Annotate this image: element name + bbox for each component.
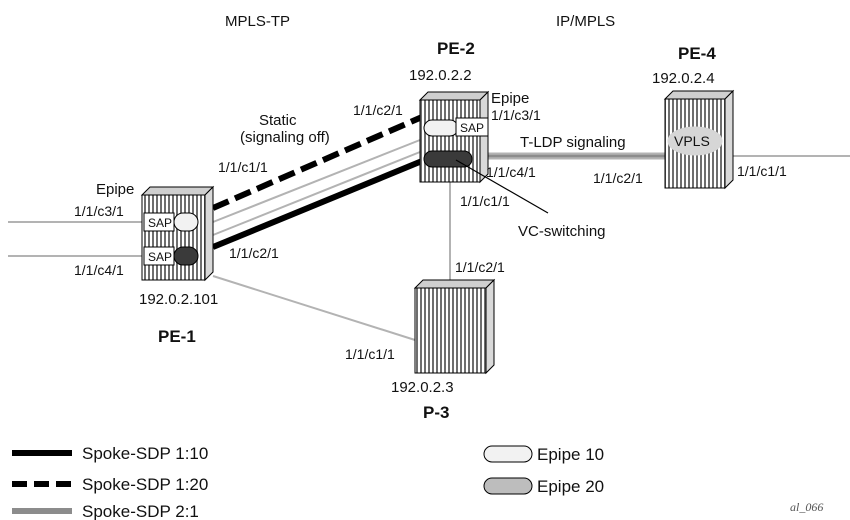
pe2-port-c4-label: 1/1/c4/1 bbox=[486, 164, 536, 180]
spoke-sdp-110-line bbox=[211, 158, 424, 250]
pe4-vpls-label: VPLS bbox=[674, 133, 710, 149]
pe4-router[interactable]: VPLS bbox=[663, 89, 735, 190]
vc-switching-annotation: VC-switching bbox=[518, 223, 606, 240]
legend-epipe10-label: Epipe 10 bbox=[537, 445, 604, 464]
pe2-front-face bbox=[419, 99, 481, 183]
pe1-front-face bbox=[141, 194, 206, 281]
pe2-router[interactable]: SAP bbox=[418, 90, 490, 184]
pe1-port-c2-label: 1/1/c2/1 bbox=[229, 245, 279, 261]
p3-router[interactable] bbox=[413, 278, 496, 375]
links bbox=[8, 114, 850, 341]
pe1-pe2-link-lower bbox=[212, 151, 421, 236]
pe2-sap-label: SAP bbox=[460, 121, 484, 135]
legend-epipe10-swatch bbox=[483, 445, 533, 463]
p3-front-face bbox=[414, 287, 487, 374]
p3-top-face bbox=[413, 279, 496, 289]
p3-port-c1-label: 1/1/c1/1 bbox=[345, 346, 395, 362]
pe1-sap2-label: SAP bbox=[148, 250, 172, 264]
pe4-port-c2-label: 1/1/c2/1 bbox=[593, 170, 643, 186]
pe2-port-c3-label: 1/1/c3/1 bbox=[491, 107, 541, 123]
pe1-p3-link bbox=[212, 275, 416, 341]
pe1-side-face bbox=[204, 185, 214, 282]
legend-sdp-21-label: Spoke-SDP 2:1 bbox=[82, 502, 199, 520]
static-annotation-line1: Static bbox=[259, 112, 297, 129]
legend-epipe20-swatch bbox=[483, 477, 533, 495]
pe1-router[interactable]: SAP SAP bbox=[140, 185, 215, 282]
p3-side-face bbox=[485, 278, 495, 375]
p3-ip-label: 192.0.2.3 bbox=[391, 379, 454, 396]
legend-sdp-120-label: Spoke-SDP 1:20 bbox=[82, 475, 208, 494]
pe1-name-label: PE-1 bbox=[158, 327, 196, 346]
legend-sdp-110-label: Spoke-SDP 1:10 bbox=[82, 444, 208, 463]
domain-ipmpls-label: IP/MPLS bbox=[556, 13, 615, 30]
pe1-epipe20-pipe bbox=[173, 246, 199, 266]
legend: Spoke-SDP 1:10 Spoke-SDP 1:20 Spoke-SDP … bbox=[12, 444, 604, 520]
pe2-epipe20-pipe bbox=[423, 150, 473, 168]
pe2-epipe10-pipe bbox=[423, 119, 459, 137]
pe2-top-face bbox=[418, 91, 490, 101]
pe1-epipe10-pipe bbox=[173, 212, 199, 232]
p3-port-c2-label: 1/1/c2/1 bbox=[455, 259, 505, 275]
pe1-service-label: Epipe bbox=[96, 181, 134, 198]
pe2-port-c1-p3-label: 1/1/c1/1 bbox=[460, 193, 510, 209]
domain-mplstp-label: MPLS-TP bbox=[225, 13, 290, 30]
pe1-top-face bbox=[140, 186, 215, 196]
pe2-port-c1-static-label: 1/1/c1/1 bbox=[218, 159, 268, 175]
pe1-pe2-link-upper bbox=[212, 139, 421, 223]
pe4-name-label: PE-4 bbox=[678, 44, 716, 63]
pe1-ip-label: 192.0.2.101 bbox=[139, 291, 218, 308]
pe1-port-c3-label: 1/1/c3/1 bbox=[74, 203, 124, 219]
pe2-service-label: Epipe bbox=[491, 90, 529, 107]
pe1-port-c4-label: 1/1/c4/1 bbox=[74, 262, 124, 278]
p3-name-label: P-3 bbox=[423, 403, 449, 422]
pe2-name-label: PE-2 bbox=[437, 39, 475, 58]
tldp-annotation: T-LDP signaling bbox=[520, 134, 626, 151]
pe2-port-c2-label: 1/1/c2/1 bbox=[353, 102, 403, 118]
legend-epipe20-label: Epipe 20 bbox=[537, 477, 604, 496]
pe2-sap-box bbox=[455, 117, 489, 137]
pe4-side-face bbox=[724, 89, 734, 190]
pe4-port-c1-label: 1/1/c1/1 bbox=[737, 163, 787, 179]
spoke-sdp-120-line bbox=[211, 114, 424, 211]
figure-tag: al_066 bbox=[790, 500, 823, 514]
pe4-ip-label: 192.0.2.4 bbox=[652, 70, 715, 87]
pe4-top-face bbox=[663, 90, 735, 100]
static-annotation-line2: (signaling off) bbox=[240, 129, 330, 146]
pe2-ip-label: 192.0.2.2 bbox=[409, 67, 472, 84]
pe1-sap1-label: SAP bbox=[148, 216, 172, 230]
pe4-vpls-ellipse bbox=[667, 126, 723, 156]
vc-switching-pointer bbox=[455, 159, 549, 214]
